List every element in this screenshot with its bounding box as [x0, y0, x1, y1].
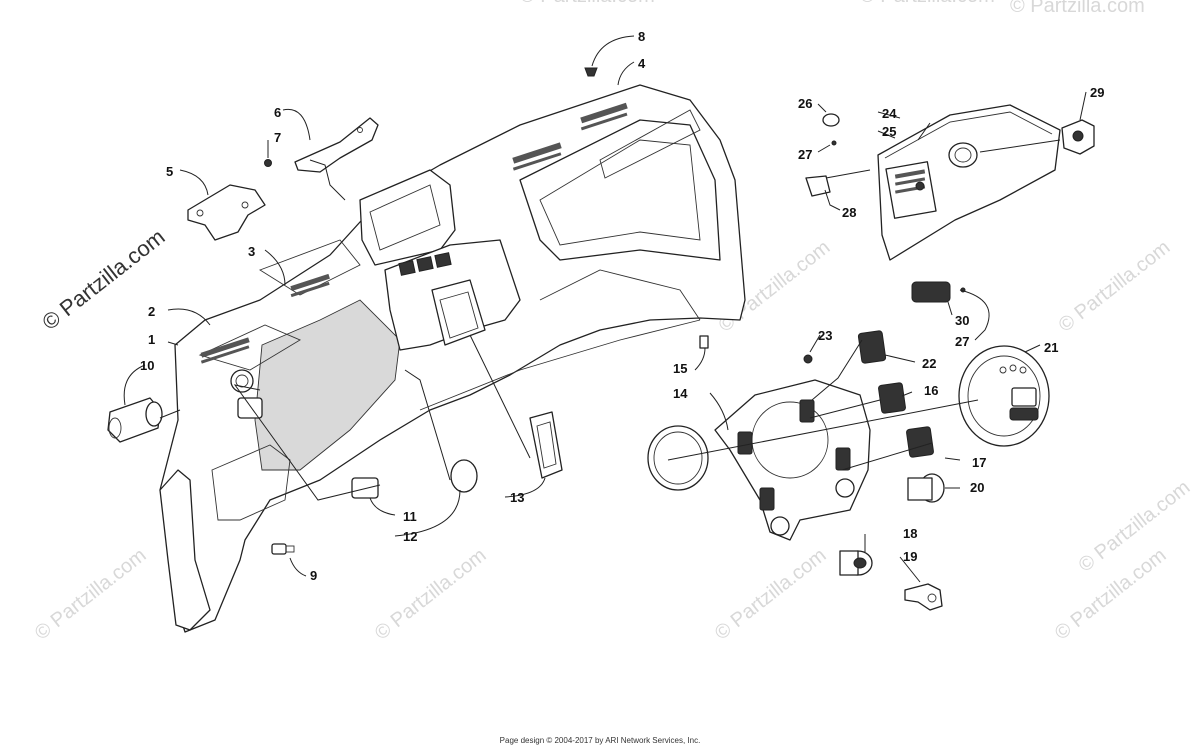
callout-13: 13 — [510, 490, 524, 505]
callout-22: 22 — [922, 356, 936, 371]
callout-1: 1 — [148, 332, 155, 347]
watermark: © Partzilla.com — [1051, 544, 1171, 644]
clip-8 — [584, 67, 598, 77]
callout-18: 18 — [903, 526, 917, 541]
switch-22 — [857, 330, 887, 364]
callout-5: 5 — [166, 164, 173, 179]
striker-28 — [805, 175, 831, 197]
dash-panel-14 — [714, 379, 871, 541]
callout-19: 19 — [903, 549, 917, 564]
switch-16 — [878, 382, 906, 414]
switch-10 — [107, 397, 163, 443]
callout-27b: 27 — [955, 334, 969, 349]
callout-10: 10 — [140, 358, 154, 373]
latch-29 — [1061, 119, 1095, 155]
callout-3: 3 — [248, 244, 255, 259]
watermark: © Partzilla.com — [1055, 236, 1175, 336]
callout-2: 2 — [148, 304, 155, 319]
key-19 — [904, 583, 943, 611]
gauge-21 — [958, 345, 1050, 447]
bolt-9 — [271, 543, 295, 555]
callout-4: 4 — [638, 56, 646, 71]
callout-7: 7 — [274, 130, 281, 145]
watermark: © Partzilla.com — [860, 0, 995, 7]
callout-11: 11 — [403, 509, 417, 524]
bracket-5 — [187, 184, 266, 241]
leader-lines — [123, 35, 1087, 583]
switch-17 — [906, 426, 934, 458]
watermark: © Partzilla.com — [520, 0, 655, 7]
callout-17: 17 — [972, 455, 986, 470]
ignition-20 — [907, 473, 945, 503]
outlet-18 — [839, 550, 873, 576]
watermark: © Partzilla.com — [31, 544, 151, 644]
callout-29: 29 — [1090, 85, 1104, 100]
callout-26: 26 — [798, 96, 812, 111]
knob-26 — [822, 113, 840, 127]
clip-15 — [699, 335, 709, 349]
watermark: © Partzilla.com — [1010, 0, 1145, 17]
glove-door-24 — [877, 104, 1061, 261]
callout-23: 23 — [818, 328, 832, 343]
screw-23 — [803, 354, 813, 364]
callout-27a: 27 — [798, 147, 812, 162]
screw-7 — [264, 159, 272, 167]
callout-28: 28 — [842, 205, 856, 220]
watermark: © Partzilla.com — [371, 544, 491, 644]
latch-30 — [911, 281, 951, 303]
callout-30: 30 — [955, 313, 969, 328]
bracket-6 — [294, 117, 379, 173]
callout-20: 20 — [970, 480, 984, 495]
callout-15: 15 — [673, 361, 687, 376]
shifter-trim-13 — [529, 411, 563, 479]
callout-24: 24 — [882, 106, 897, 121]
callout-14: 14 — [673, 386, 688, 401]
callout-21: 21 — [1044, 340, 1058, 355]
dashboard-body — [159, 84, 746, 633]
footer-copyright: Page design © 2004-2017 by ARI Network S… — [499, 736, 701, 745]
callout-9: 9 — [310, 568, 317, 583]
cap-12 — [450, 459, 478, 493]
callout-6: 6 — [274, 105, 281, 120]
plug-11 — [351, 477, 379, 499]
watermark: © Partzilla.com — [711, 544, 831, 644]
callout-8: 8 — [638, 29, 645, 44]
callout-12: 12 — [403, 529, 417, 544]
callouts: 1 2 3 4 5 6 7 8 9 10 11 12 13 14 15 16 1… — [140, 29, 1104, 583]
callout-16: 16 — [924, 383, 938, 398]
callout-25: 25 — [882, 124, 896, 139]
